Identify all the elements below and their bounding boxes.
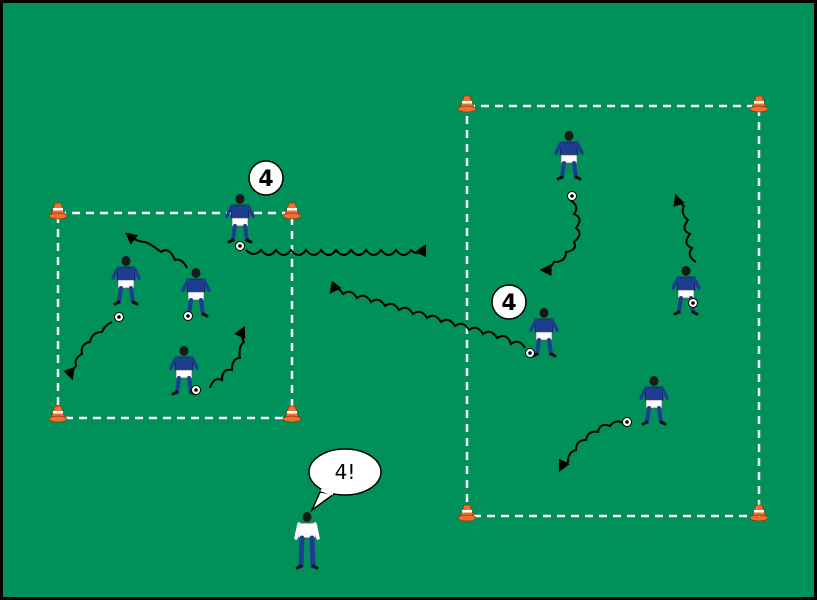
ball [235, 241, 245, 251]
dribble-arrow [329, 280, 526, 349]
ball [567, 191, 577, 201]
large-grid [457, 95, 769, 522]
number-label: 4 [501, 291, 516, 316]
ball [191, 385, 201, 395]
dribble-paths [63, 193, 697, 473]
speech-bubble: 4! [308, 448, 382, 513]
small-grid [48, 202, 302, 423]
dribble-arrow [209, 325, 246, 389]
ball [114, 312, 124, 322]
number-badge-small-grid: 4 [248, 160, 284, 196]
ball [688, 298, 698, 308]
ball [183, 311, 193, 321]
coach-call-text: 4! [335, 460, 356, 484]
ball [525, 348, 535, 358]
ball [622, 417, 632, 427]
dribble-arrow [539, 199, 581, 276]
number-label: 4 [258, 167, 273, 192]
coach: 4! [296, 448, 382, 568]
small-grid-boundary [56, 211, 294, 420]
dribble-arrow [125, 232, 188, 269]
dribble-arrow [63, 321, 113, 381]
dribble-arrow [245, 243, 427, 258]
dribble-arrow [673, 193, 697, 263]
number-badge-large-grid: 4 [491, 284, 527, 320]
large-grid-boundary [465, 104, 761, 518]
dribble-arrow [558, 420, 625, 473]
